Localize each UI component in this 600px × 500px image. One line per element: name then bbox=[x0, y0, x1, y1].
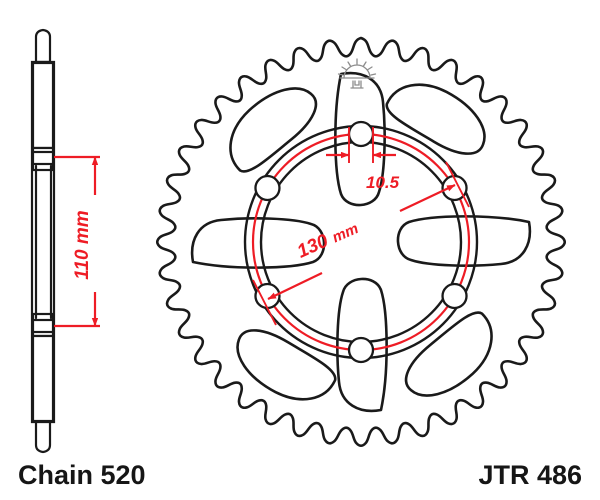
dimension-130mm-unit: mm bbox=[330, 220, 361, 246]
bolt-holes-group bbox=[254, 120, 468, 364]
kidney-cutout-4 bbox=[236, 329, 337, 401]
oval-cutout-2 bbox=[396, 215, 532, 267]
chain-caption: Chain 520 bbox=[18, 460, 146, 490]
part-number-caption: JTR 486 bbox=[478, 460, 582, 490]
tick-130-upper-right bbox=[445, 161, 470, 208]
sunrise-icon bbox=[337, 58, 377, 89]
profile-bottom-chamfer bbox=[34, 420, 52, 454]
dimension-110mm-group: 110 mm bbox=[54, 155, 100, 328]
bolt-hole-3 bbox=[441, 282, 468, 310]
dimension-110mm-label: 110 mm bbox=[72, 210, 93, 279]
dimension-130mm-label: 130mm bbox=[294, 217, 361, 262]
bolt-hole-4 bbox=[347, 336, 375, 364]
sprocket-teeth-outline bbox=[155, 36, 567, 448]
dim-line-130-lower-left bbox=[267, 272, 323, 300]
kidney-cutout-3 bbox=[404, 311, 493, 397]
bolt-hole-6 bbox=[254, 174, 281, 202]
bolt-circle-reference bbox=[251, 132, 471, 352]
dimension-10_5-label: 10.5 bbox=[366, 173, 400, 192]
dimension-10_5-group: 10.5 bbox=[326, 127, 400, 192]
profile-cross-section-view bbox=[30, 28, 56, 454]
profile-top-chamfer bbox=[34, 28, 52, 64]
hub-inner-circle bbox=[259, 140, 463, 344]
profile-hatch-upper-border bbox=[31, 61, 55, 150]
sprocket-front-view bbox=[155, 36, 567, 448]
oval-cutout-1 bbox=[334, 71, 386, 207]
profile-hatch-lower-border bbox=[31, 334, 55, 423]
kidney-cutout-1 bbox=[229, 87, 318, 173]
tick-130-lower-left bbox=[252, 279, 277, 326]
kidney-cutout-2 bbox=[385, 83, 486, 155]
hub-outer-circle bbox=[243, 124, 479, 360]
profile-bolt-hatch-upper-border bbox=[31, 150, 55, 166]
dimension-130mm-value: 130 bbox=[294, 230, 332, 262]
lightening-cutouts-group bbox=[190, 71, 532, 413]
bolt-hole-1 bbox=[347, 120, 375, 148]
oval-cutout-3 bbox=[336, 277, 388, 413]
dim-line-130-upper-right bbox=[399, 184, 456, 212]
dimension-130mm-group: 130mm bbox=[252, 161, 470, 326]
profile-bolt-hatch-lower-border bbox=[31, 318, 55, 334]
oval-cutout-4 bbox=[190, 217, 326, 269]
